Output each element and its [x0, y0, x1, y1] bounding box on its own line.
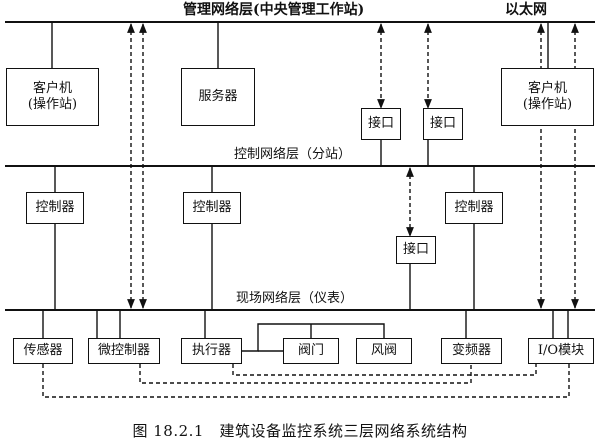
bottom-dashed-loop-inner [139, 364, 472, 384]
valve-label: 阀门 [297, 343, 324, 358]
ethernet-label: 以太网 [505, 2, 547, 18]
field-layer-label: 现场网络层（仪表） [236, 291, 354, 306]
interface-c-box: 接口 [396, 236, 436, 264]
interface-b-box: 接口 [423, 108, 463, 140]
damper-label: 风阀 [370, 343, 397, 358]
micro-controller-box: 微控制器 [88, 338, 160, 364]
bottom-dashed-loop-outer [42, 364, 570, 398]
client-left-title: 客户机 [32, 81, 72, 96]
bottom-dashed-loop-mid [232, 364, 537, 376]
controller-1-box: 控制器 [26, 192, 84, 224]
client-right-title: 客户机 [527, 81, 567, 96]
client-left-subtitle: (操作站) [27, 97, 78, 112]
micro-controller-label: 微控制器 [97, 343, 150, 358]
io-module-label: I/O模块 [537, 343, 585, 358]
figure-caption: 图 18.2.1 建筑设备监控系统三层网络系统结构 [132, 422, 468, 440]
interface-b-label: 接口 [429, 116, 456, 131]
io-module-box: I/O模块 [528, 338, 594, 364]
controller-2-label: 控制器 [192, 200, 232, 215]
sensor-label: 传感器 [23, 343, 63, 358]
server-label: 服务器 [198, 89, 238, 104]
controller-3-box: 控制器 [445, 192, 503, 224]
controller-1-label: 控制器 [35, 200, 75, 215]
controller-3-label: 控制器 [454, 200, 494, 215]
control-layer-label: 控制网络层（分站） [234, 147, 352, 162]
interface-c-label: 接口 [402, 242, 429, 257]
damper-box: 风阀 [356, 338, 412, 364]
interface-a-label: 接口 [367, 116, 394, 131]
controller-2-box: 控制器 [183, 192, 241, 224]
valve-box: 阀门 [283, 338, 339, 364]
actuator-label: 执行器 [191, 343, 231, 358]
client-left-box: 客户机 (操作站) [6, 68, 99, 126]
client-right-box: 客户机 (操作站) [501, 68, 594, 126]
sensor-box: 传感器 [13, 338, 73, 364]
server-box: 服务器 [181, 68, 255, 126]
actuator-to-devices-link [242, 323, 385, 352]
vfd-label: 变频器 [451, 343, 491, 358]
vfd-box: 变频器 [441, 338, 502, 364]
actuator-box: 执行器 [181, 338, 242, 364]
management-layer-label: 管理网络层(中央管理工作站) [183, 2, 365, 18]
interface-a-box: 接口 [361, 108, 401, 140]
client-right-subtitle: (操作站) [522, 97, 573, 112]
